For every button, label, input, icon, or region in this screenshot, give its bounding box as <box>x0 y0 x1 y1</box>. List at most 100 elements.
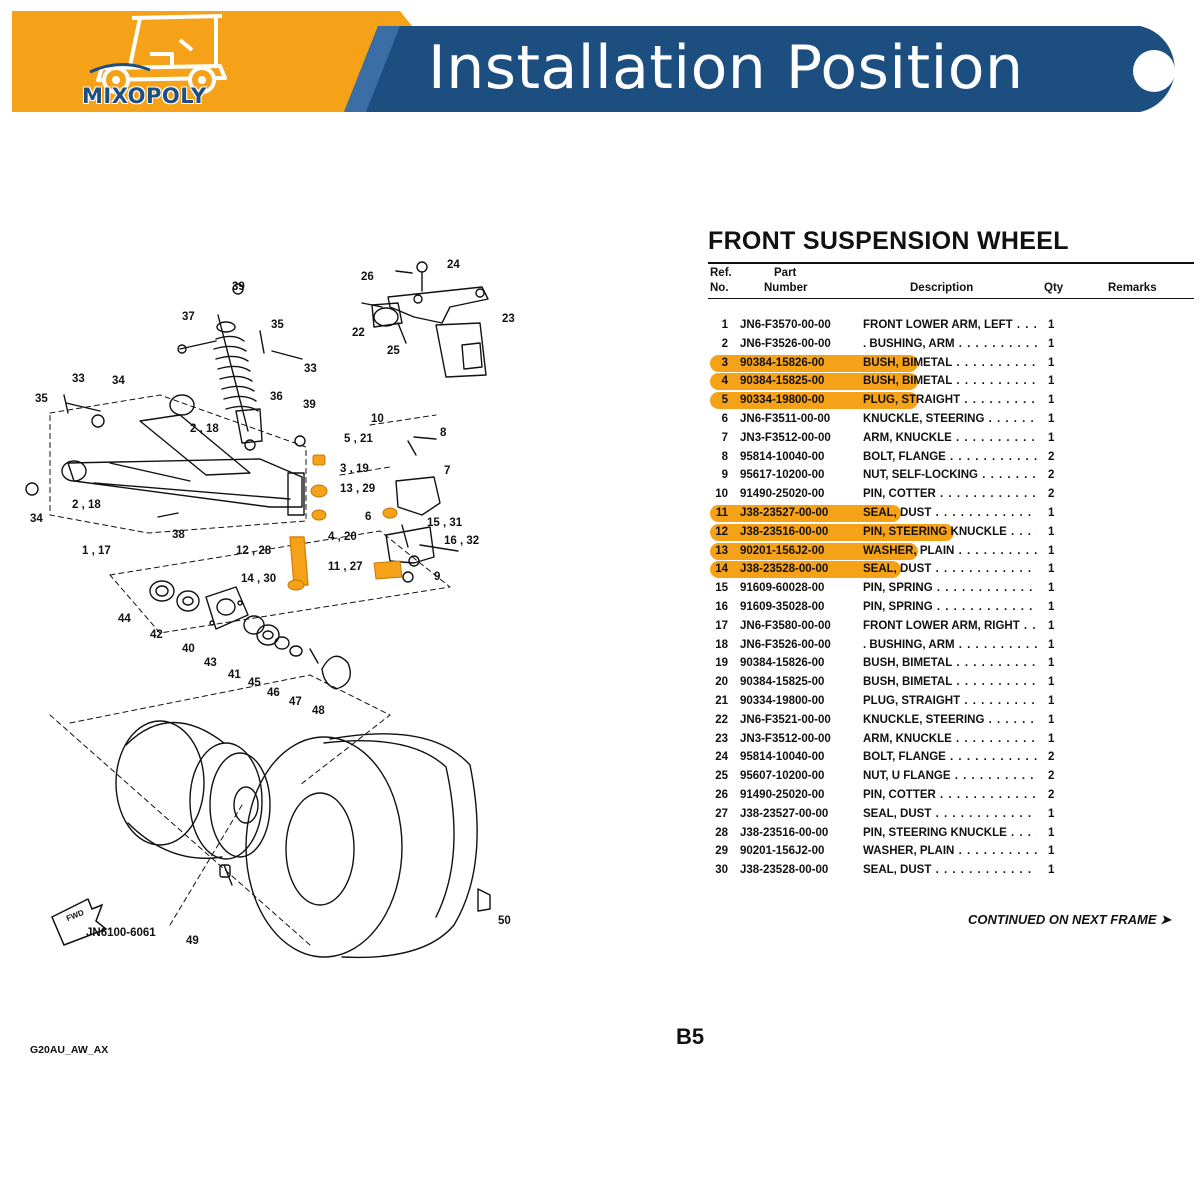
cell-ref: 7 <box>721 431 728 444</box>
cell-description: BOLT, FLANGE <box>863 750 1037 764</box>
cell-ref: 6 <box>721 412 728 425</box>
cell-part-number: 95607-10200-00 <box>740 770 825 783</box>
cell-part-number: JN6-F3521-00-00 <box>740 713 831 726</box>
callout-33-right: 33 <box>304 363 317 375</box>
header-banner: MIXOPOLY Installation Position <box>0 0 1200 125</box>
logo-text: MIXOPOLY <box>82 84 207 108</box>
callout-45: 45 <box>248 677 261 689</box>
callout-1-17: 1 , 17 <box>82 545 111 557</box>
cell-description: PIN, STEERING KNUCKLE <box>863 826 1037 840</box>
cell-part-number: JN3-F3512-00-00 <box>740 431 831 444</box>
cell-description: PIN, SPRING <box>863 581 1037 595</box>
callout-16-32: 16 , 32 <box>444 535 480 547</box>
cell-part-number: J38-23527-00-00 <box>740 506 829 519</box>
header-description: Description <box>910 282 974 294</box>
brand-logo <box>80 10 240 110</box>
cell-ref: 16 <box>715 600 728 613</box>
cell-ref: 19 <box>715 657 728 670</box>
callout-36: 36 <box>270 391 283 403</box>
header-ref-line1: Ref. <box>710 267 732 279</box>
cell-description: SEAL, DUST <box>863 863 1037 877</box>
divider-header <box>708 298 1194 299</box>
cell-part-number: 91490-25020-00 <box>740 788 825 801</box>
header-qty: Qty <box>1044 282 1064 294</box>
cell-qty: 1 <box>1048 337 1055 350</box>
callout-49: 49 <box>186 935 199 947</box>
cell-qty: 1 <box>1048 506 1055 519</box>
cell-description: KNUCKLE, STEERING <box>863 713 1037 727</box>
cell-ref: 3 <box>721 356 728 369</box>
cell-part-number: 90384-15825-00 <box>740 676 825 689</box>
cell-part-number: JN3-F3512-00-00 <box>740 732 831 745</box>
cell-part-number: 95814-10040-00 <box>740 450 825 463</box>
callout-8: 8 <box>440 427 447 439</box>
cell-ref: 9 <box>721 469 728 482</box>
cell-part-number: JN6-F3570-00-00 <box>740 319 831 331</box>
callout-48: 48 <box>312 705 325 717</box>
cell-qty: 2 <box>1048 770 1055 783</box>
callout-7: 7 <box>444 465 451 477</box>
callout-50: 50 <box>498 915 511 927</box>
cell-qty: 1 <box>1048 807 1055 820</box>
continued-note: CONTINUED ON NEXT FRAME ➤ <box>968 912 1172 927</box>
cell-description: . BUSHING, ARM <box>863 337 1037 351</box>
cell-description: PIN, STEERING KNUCKLE <box>863 525 1037 539</box>
cell-description: . BUSHING, ARM <box>863 638 1037 652</box>
page-title: Installation Position <box>428 33 1024 103</box>
callout-44: 44 <box>118 613 131 625</box>
cell-qty: 1 <box>1048 319 1055 331</box>
cell-part-number: JN6-F3526-00-00 <box>740 638 831 651</box>
cell-qty: 2 <box>1048 788 1055 801</box>
cell-ref: 21 <box>715 694 728 707</box>
cell-description: FRONT LOWER ARM, LEFT <box>863 318 1037 332</box>
cell-description: PLUG, STRAIGHT <box>863 694 1037 708</box>
cell-part-number: 90201-156J2-00 <box>740 845 825 858</box>
cell-qty: 1 <box>1048 732 1055 745</box>
callout-6: 6 <box>365 511 372 523</box>
cell-ref: 5 <box>721 394 728 407</box>
cell-part-number: 91609-35028-00 <box>740 600 825 613</box>
header-part-line2: Number <box>764 282 808 294</box>
callout-3-19: 3 , 19 <box>340 463 369 475</box>
golf-cart-icon <box>89 14 227 94</box>
cell-ref: 23 <box>715 732 728 745</box>
cell-ref: 27 <box>715 807 728 820</box>
highlighted-parts <box>287 454 403 591</box>
cell-description: KNUCKLE, STEERING <box>863 412 1037 426</box>
callout-26: 26 <box>361 271 374 283</box>
callout-22: 22 <box>352 327 365 339</box>
cell-description: SEAL, DUST <box>863 506 1037 520</box>
cell-qty: 1 <box>1048 375 1055 388</box>
cell-qty: 2 <box>1048 450 1055 463</box>
callout-39-top: 39 <box>232 281 245 293</box>
cell-part-number: 90384-15825-00 <box>740 375 825 388</box>
callout-41: 41 <box>228 669 241 681</box>
cell-part-number: 91490-25020-00 <box>740 488 825 501</box>
cell-qty: 1 <box>1048 525 1055 538</box>
cell-ref: 30 <box>715 864 728 877</box>
callout-35-left: 35 <box>35 393 48 405</box>
cell-qty: 1 <box>1048 582 1055 595</box>
cell-qty: 2 <box>1048 488 1055 501</box>
callout-14-30: 14 , 30 <box>241 573 277 585</box>
cell-ref: 26 <box>715 788 728 801</box>
cell-ref: 2 <box>721 337 728 350</box>
cell-part-number: 95617-10200-00 <box>740 469 825 482</box>
cell-qty: 1 <box>1048 638 1055 651</box>
